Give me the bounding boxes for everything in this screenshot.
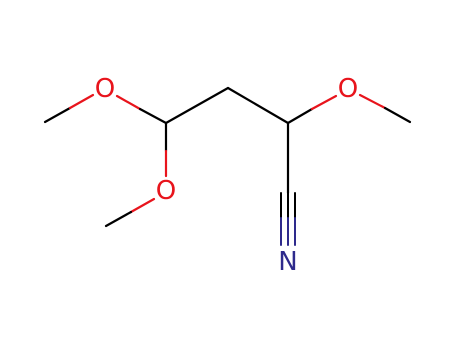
bond-methyl1-o1-oxygen-half	[68, 93, 95, 110]
bond-alpha-o3-carbon-half	[286, 107, 314, 125]
bond-o1-acetal-carbon-half	[138, 107, 168, 125]
bond-ch2-alpha	[226, 86, 290, 125]
bond-o3-methyl3-oxygen-half	[358, 93, 387, 110]
atom-o3-label: O	[338, 74, 358, 104]
atom-o2-label: O	[156, 176, 176, 206]
bond-acetal-ch2	[164, 86, 230, 125]
nitrile-triple-bond	[280, 192, 296, 246]
atom-n1-label: N	[278, 247, 297, 277]
bond-o1-acetal-oxygen-half	[115, 94, 142, 111]
atom-o1-label: O	[95, 74, 115, 104]
bond-o3-methyl3-carbon-half	[383, 106, 412, 124]
bond-o2-methyl2-carbon-half	[104, 210, 133, 228]
bond-alpha-o3-oxygen-half	[310, 94, 338, 111]
bond-o2-methyl2-oxygen-half	[129, 197, 156, 214]
bond-methyl1-o1-carbon-half	[43, 106, 72, 124]
